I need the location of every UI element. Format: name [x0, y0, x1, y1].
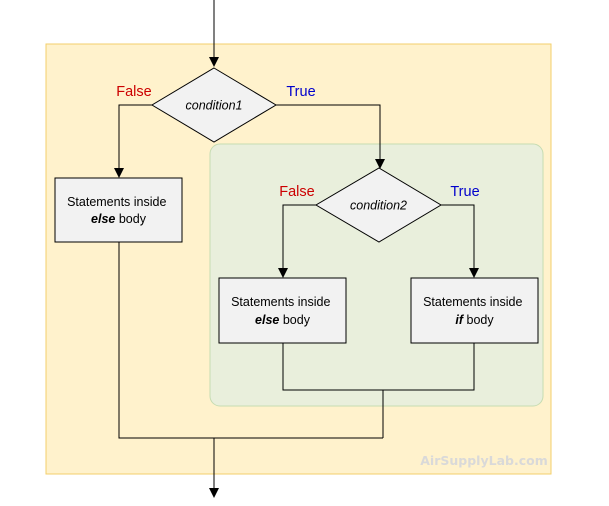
condition2-label: condition2: [350, 199, 407, 213]
outer-else-body-line2: else body: [91, 212, 147, 226]
condition1-decision: condition1: [151, 67, 277, 143]
outer-else-body-line1: Statements inside: [67, 195, 166, 209]
outer-false-label: False: [116, 84, 151, 100]
inner-else-body-box: Statements inside else body: [218, 277, 347, 344]
inner-else-body-rect: [218, 277, 347, 344]
inner-false-label: False: [279, 184, 314, 200]
inner-true-label: True: [450, 184, 479, 200]
inner-false-branch-arrow: [278, 204, 316, 278]
outer-true-branch-arrow: [276, 104, 385, 169]
outer-else-body-text: Statements inside else body: [67, 195, 170, 226]
if-body-rect: [410, 277, 539, 344]
outer-true-label: True: [286, 84, 315, 100]
inner-else-body-line1: Statements inside: [231, 295, 330, 309]
condition1-diamond: [151, 67, 277, 143]
inner-else-body-line2: else body: [255, 313, 311, 327]
inner-true-branch-arrow: [441, 204, 479, 278]
inner-else-keyword: else: [255, 313, 279, 327]
inner-merge-line: [282, 343, 475, 391]
outer-false-branch-arrow: [114, 104, 152, 178]
inner-else-body-text: Statements inside else body: [231, 295, 334, 327]
outer-else-keyword: else: [91, 212, 115, 226]
connectors: [114, 0, 479, 498]
if-body-line2: if body: [455, 313, 494, 327]
condition1-label: condition1: [186, 99, 243, 113]
outer-else-body-rect: [54, 177, 183, 243]
if-body-box: Statements inside if body: [410, 277, 539, 344]
if-keyword: if: [455, 313, 464, 327]
inner-else-body-suffix: body: [279, 313, 310, 327]
if-body-suffix: body: [463, 313, 494, 327]
if-body-text: Statements inside if body: [423, 295, 526, 327]
outer-else-body-box: Statements inside else body: [54, 177, 183, 243]
condition2-diamond: [315, 167, 442, 243]
condition2-decision: condition2: [315, 167, 442, 243]
if-body-line1: Statements inside: [423, 295, 522, 309]
outer-merge-line: [118, 242, 383, 439]
watermark: AirSupplyLab.com: [420, 453, 547, 468]
outer-else-body-suffix: body: [115, 212, 146, 226]
